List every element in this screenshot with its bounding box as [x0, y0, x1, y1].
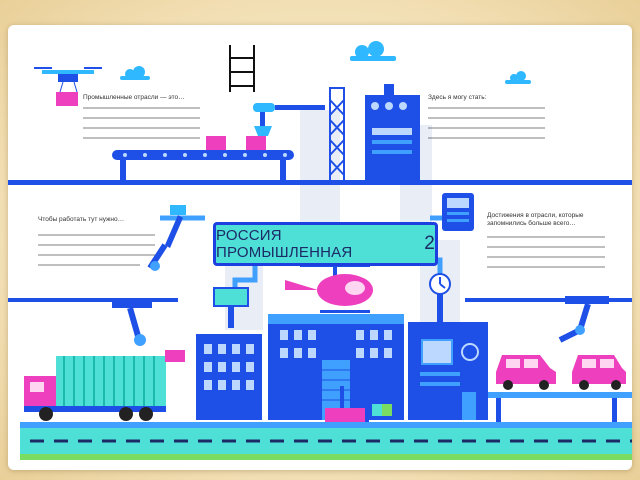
robot-arm-icon: [253, 103, 325, 136]
car-icons: [496, 355, 626, 390]
drone-icon: [34, 67, 102, 106]
title-text: РОССИЯ ПРОМЫШЛЕННАЯ: [216, 227, 353, 261]
factory-illustration: [8, 41, 632, 460]
main-factory-building: [268, 314, 404, 420]
left-robot-arm: [147, 205, 186, 271]
worksheet-title: РОССИЯ ПРОМЫШЛЕННАЯ 2: [213, 222, 438, 266]
worksheet-card: Промышленные отрасли — это… Здесь я могу…: [8, 25, 632, 470]
monitor-icon: [213, 287, 249, 328]
truck-icon: [24, 356, 166, 421]
gauge-box: [442, 193, 474, 231]
helicopter-icon: [285, 264, 373, 313]
right-building: [408, 322, 488, 420]
prompt-industries: Промышленные отрасли — это…: [83, 94, 185, 101]
divider-line: [8, 180, 632, 185]
right-robot-arm: [558, 296, 609, 343]
road: [20, 422, 632, 460]
title-number: 2: [424, 233, 435, 254]
prompt-achievements: Достижения в отрасли, которые запомнилис…: [487, 212, 584, 227]
cloud-icons: [120, 41, 531, 84]
crane-tower: [329, 87, 345, 184]
control-panel: [365, 84, 420, 180]
clock-icon: [429, 273, 451, 324]
ladder-icon: [229, 45, 255, 92]
lower-left-robot-arm: [112, 300, 185, 362]
prompt-career: Здесь я могу стать:: [428, 94, 487, 101]
prompt-requirements: Чтобы работать тут нужно…: [38, 216, 125, 223]
left-building: [196, 334, 262, 420]
top-conveyor: [112, 136, 294, 180]
writing-lines: [38, 107, 605, 268]
lower-conveyor: [488, 392, 632, 398]
